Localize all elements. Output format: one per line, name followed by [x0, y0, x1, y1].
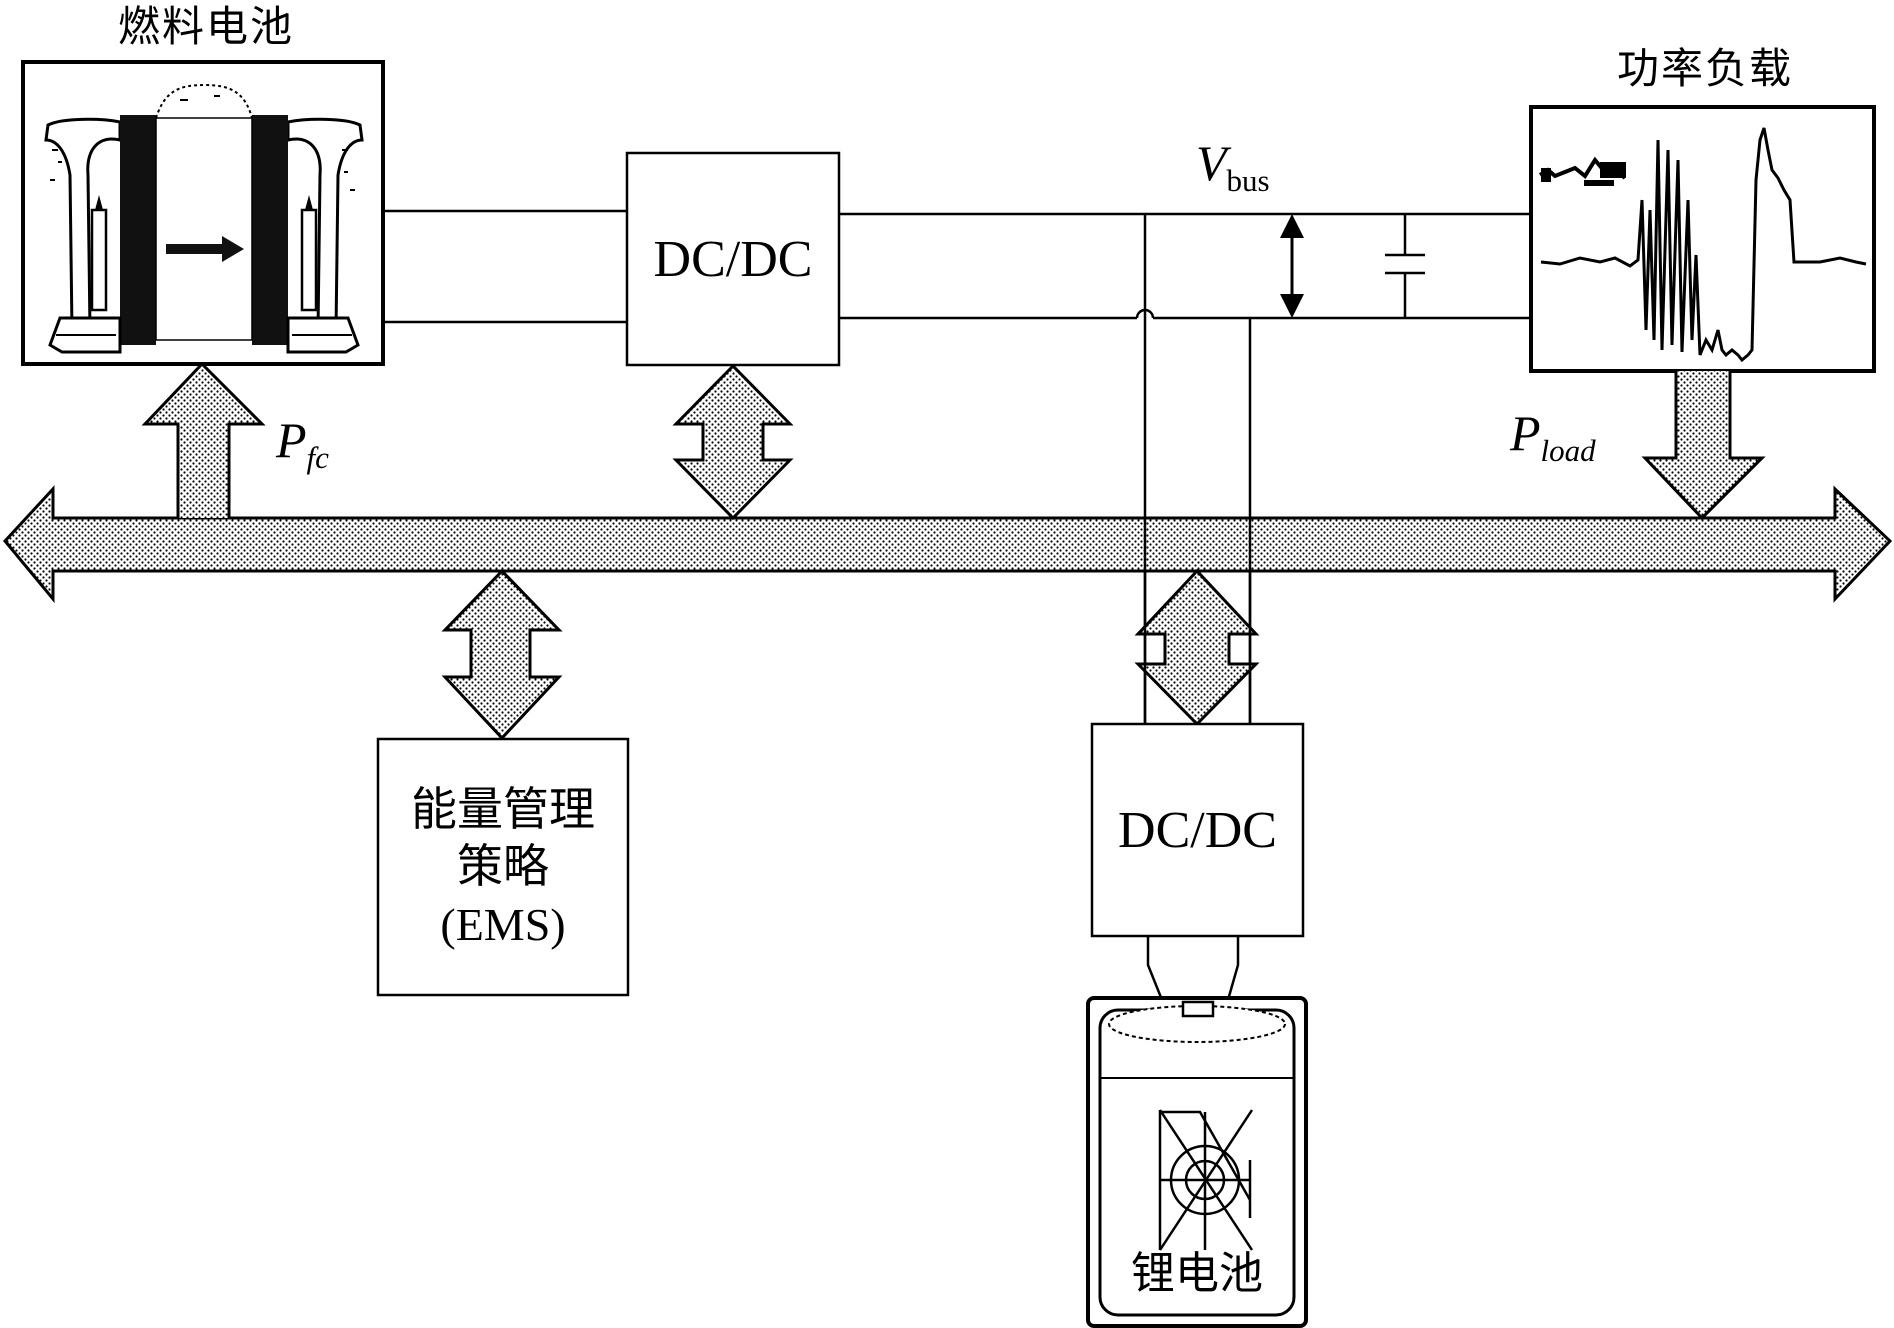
- pload-subscript: load: [1540, 432, 1596, 468]
- pfc-symbol: P: [276, 412, 307, 468]
- power-load-image: [1529, 105, 1876, 373]
- dcdc-top-label: DC/DC: [653, 230, 813, 288]
- pload-label: Pload: [1510, 408, 1596, 466]
- fuel-cell-image: [21, 60, 385, 366]
- vbus-label: Vbus: [1196, 138, 1270, 196]
- dcdc-top-label-wrap: DC/DC: [627, 153, 839, 365]
- ems-label-line-3: (EMS): [440, 898, 566, 950]
- pload-symbol: P: [1510, 405, 1541, 461]
- energy-bus-arrow: [3, 485, 1893, 604]
- ems-label-line-1: 能量管理: [411, 781, 595, 836]
- lithium-battery-image: [1086, 996, 1308, 1328]
- vbus-subscript: bus: [1226, 162, 1270, 198]
- dcdc-top-arrow: [672, 363, 794, 521]
- battery-dcdc-arrow: [1134, 568, 1260, 727]
- pfc-arrow: [141, 361, 266, 518]
- power-load-label: 功率负载: [1616, 44, 1794, 93]
- dcdc-bottom-box: [1090, 722, 1305, 938]
- lithium-battery-label: 锂电池: [1127, 1252, 1267, 1296]
- vbus-arrow: [1280, 214, 1304, 318]
- dcdc-bottom-label: DC/DC: [1118, 801, 1277, 859]
- wiring: [383, 209, 1531, 1001]
- pfc-label: Pfc: [276, 415, 329, 473]
- ems-label-line-2: 策略: [457, 839, 549, 894]
- fuel-cell-label: 燃料电池: [117, 2, 295, 51]
- ems-label-wrap: 能量管理 策略 (EMS): [378, 739, 628, 995]
- dcdc-bottom-label-wrap: DC/DC: [1092, 724, 1303, 936]
- ems-box: [376, 737, 630, 997]
- vbus-symbol: V: [1196, 135, 1227, 191]
- ems-arrow: [441, 568, 563, 741]
- pload-arrow: [1641, 371, 1766, 521]
- pfc-subscript: fc: [306, 439, 329, 475]
- dcdc-top-box: [625, 151, 841, 367]
